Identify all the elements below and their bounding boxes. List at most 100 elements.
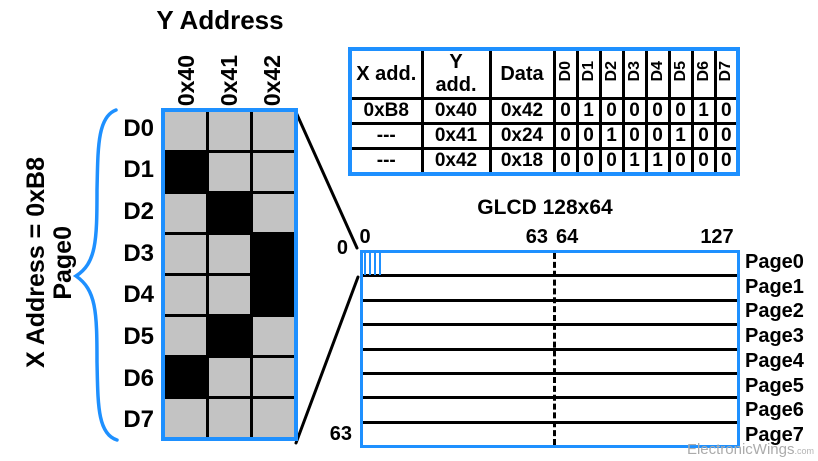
table-cell-r1c9: 0 — [690, 122, 717, 150]
column-header-y-add-: Y add. — [420, 47, 492, 100]
table-cell-r0c8: 0 — [667, 97, 694, 125]
pixel-cell-off-r1c1 — [209, 153, 250, 191]
column-header-d0: D0 — [552, 47, 579, 100]
pixel-cell-off-r6c2 — [253, 358, 294, 396]
glcd-display-box — [360, 250, 740, 448]
pixel-cell-off-r7c1 — [209, 399, 250, 437]
glcd-strip-page1 — [363, 277, 737, 302]
table-cell-r1c7: 0 — [644, 122, 671, 150]
table-cell-r1c6: 0 — [621, 122, 648, 150]
table-cell-r1c4: 0 — [575, 122, 602, 150]
column-header-text: D0 — [556, 61, 574, 82]
table-cell-r0c5: 0 — [598, 97, 625, 125]
glcd-column-127-label: 127 — [700, 226, 734, 248]
pixel-cell-off-r0c1 — [209, 112, 250, 150]
glcd-column-64-label: 64 — [556, 226, 579, 248]
row-label-d7: D7 — [123, 406, 154, 434]
table-cell-r0c10: 0 — [713, 97, 740, 125]
table-cell-r2c10: 0 — [713, 147, 740, 176]
row-label-d0: D0 — [123, 114, 154, 142]
column-label-0x42: 0x42 — [251, 28, 294, 106]
table-cell-r2c5: 0 — [598, 147, 625, 176]
page-label-page5: Page5 — [745, 374, 804, 397]
glcd-column-63-label: 63 — [525, 226, 548, 248]
glcd-title: GLCD 128x64 — [477, 196, 613, 219]
pixel-cell-off-r2c0 — [165, 194, 206, 232]
column-header-text: D2 — [602, 61, 620, 82]
column-header-text: D5 — [671, 61, 689, 82]
page-label-page4: Page4 — [745, 349, 804, 372]
glcd-strip-page2 — [363, 302, 737, 327]
column-label-text: 0x40 — [173, 54, 199, 106]
pixel-cell-off-r3c1 — [209, 235, 250, 273]
table-cell-r1c1: 0x41 — [420, 122, 492, 150]
table-cell-r0c1: 0x40 — [420, 97, 492, 125]
row-label-d4: D4 — [123, 281, 154, 309]
table-cell-r0c4: 1 — [575, 97, 602, 125]
glcd-strip-page3 — [363, 326, 737, 351]
page0-label: Page0 — [48, 203, 78, 323]
glcd-row-63-label: 63 — [329, 423, 352, 445]
table-cell-r2c4: 0 — [575, 147, 602, 176]
x-address-text: X Address = 0xB8 — [21, 156, 50, 368]
pixel-cell-on-r4c2 — [253, 276, 294, 314]
page-label-page3: Page3 — [745, 325, 804, 348]
table-cell-r2c2: 0x18 — [488, 147, 556, 176]
page0-text: Page0 — [48, 226, 77, 300]
glcd-strip-page4 — [363, 351, 737, 375]
glcd-strip-page6 — [363, 399, 737, 424]
table-cell-r2c8: 0 — [667, 147, 694, 176]
table-cell-r0c7: 0 — [644, 97, 671, 125]
glcd-row-origin-label: 0 — [336, 237, 348, 259]
pixel-cell-off-r6c1 — [209, 358, 250, 396]
column-header-x-add-: X add. — [348, 47, 424, 100]
glcd-column-origin-label: 0 — [359, 226, 371, 248]
page-label-page0: Page0 — [745, 250, 804, 273]
column-label-text: 0x42 — [259, 54, 285, 106]
glcd-strip-page0 — [363, 253, 737, 278]
column-header-text: D4 — [648, 61, 666, 82]
column-header-d1: D1 — [575, 47, 602, 100]
table-cell-r2c6: 1 — [621, 147, 648, 176]
column-label-text: 0x41 — [216, 54, 242, 106]
table-cell-r1c5: 1 — [598, 122, 625, 150]
column-header-data: Data — [488, 47, 556, 100]
pixel-grid — [161, 108, 298, 441]
table-cell-r0c9: 1 — [690, 97, 717, 125]
table-cell-r1c0: --- — [348, 122, 424, 150]
pixel-cell-off-r1c2 — [253, 153, 294, 191]
pixel-cell-on-r2c1 — [209, 194, 250, 232]
pixel-cell-off-r0c0 — [165, 112, 206, 150]
table-cell-r0c3: 0 — [552, 97, 579, 125]
table-cell-r0c2: 0x42 — [488, 97, 556, 125]
pixel-cell-off-r5c2 — [253, 317, 294, 355]
table-cell-r2c0: --- — [348, 147, 424, 176]
table-cell-r1c10: 0 — [713, 122, 740, 150]
watermark: ElectronicWings.com — [650, 441, 814, 458]
page-label-page6: Page6 — [745, 399, 804, 422]
glcd-strips — [363, 253, 737, 445]
column-header-d4: D4 — [644, 47, 671, 100]
column-header-text: D3 — [625, 61, 643, 82]
glcd-strip-page5 — [363, 375, 737, 400]
pixel-cell-on-r1c0 — [165, 153, 206, 191]
pixel-cell-off-r7c0 — [165, 399, 206, 437]
table-cell-r1c8: 1 — [667, 122, 694, 150]
row-label-d5: D5 — [123, 322, 154, 350]
column-header-d5: D5 — [667, 47, 694, 100]
column-header-d6: D6 — [690, 47, 717, 100]
watermark-suffix: .com — [794, 446, 814, 456]
column-header-text: D1 — [579, 61, 597, 82]
column-header-d3: D3 — [621, 47, 648, 100]
pixel-cell-on-r3c2 — [253, 235, 294, 273]
column-header-d2: D2 — [598, 47, 625, 100]
